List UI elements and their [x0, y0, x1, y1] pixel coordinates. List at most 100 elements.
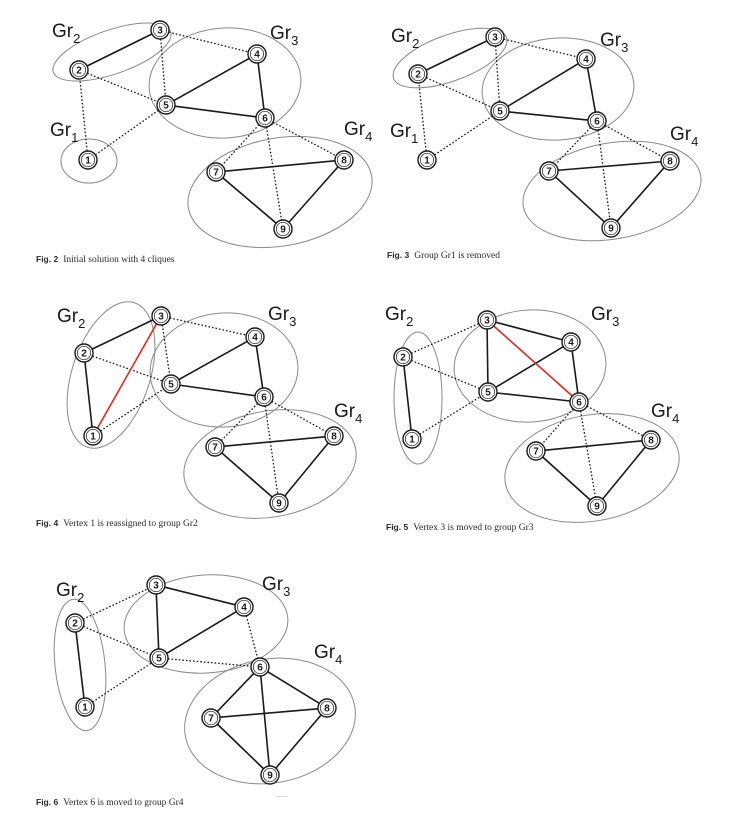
dotted-edge-1-2 [79, 78, 88, 152]
vertex-inner-ring [153, 308, 169, 324]
vertex-label: 1 [409, 434, 415, 445]
vertex-label: 2 [72, 618, 78, 629]
solid-edge-4-6 [257, 62, 265, 110]
solid-edge-4-5 [173, 57, 250, 102]
solid-edge-4-5 [166, 610, 237, 655]
vertex-inner-ring [589, 113, 605, 129]
solid-edge-4-5 [178, 340, 248, 381]
vertex-6: 6 [587, 111, 607, 131]
solid-edge-1-2 [84, 361, 93, 428]
vertex-2: 2 [408, 64, 428, 84]
vertex-inner-ring [247, 329, 263, 345]
vertex-inner-ring [151, 650, 167, 666]
vertex-4: 4 [576, 49, 596, 69]
vertex-label: 8 [324, 703, 330, 714]
vertex-inner-ring [76, 345, 92, 361]
group-label-gr3: Gr3 [600, 30, 628, 55]
solid-edge-4-6 [255, 345, 264, 389]
vertex-label: 1 [424, 155, 430, 166]
vertex-inner-ring [152, 22, 168, 38]
solid-edge-2-3 [86, 33, 153, 67]
group-ellipse-gr2 [52, 22, 172, 82]
vertex-label: 6 [262, 113, 268, 124]
dotted-edge-2-3 [410, 323, 480, 354]
vertex-8: 8 [660, 151, 680, 171]
vertex-inner-ring [662, 153, 678, 169]
vertex-4: 4 [245, 327, 265, 347]
group-ellipse-gr4 [187, 135, 373, 249]
group-label-subscript: 4 [335, 652, 342, 667]
group-label-subscript: 4 [365, 129, 372, 144]
figure-caption-text: Vertex 6 is moved to group Gr4 [63, 798, 184, 808]
group-label-gr4: Gr4 [651, 401, 679, 426]
vertex-3: 3 [485, 27, 505, 47]
figure-caption-label: Fig. 6 [36, 797, 58, 807]
vertex-inner-ring [589, 498, 605, 514]
dotted-edge-2-5 [425, 77, 493, 108]
vertex-inner-ring [271, 495, 287, 511]
vertex-2: 2 [65, 613, 85, 633]
solid-edge-5-6 [174, 105, 257, 118]
group-label-name: Gr [57, 306, 79, 327]
vertex-1: 1 [78, 150, 98, 170]
vertex-label: 5 [497, 106, 503, 117]
dotted-edge-3-4 [168, 31, 249, 53]
vertex-5: 5 [490, 101, 510, 121]
vertex-label: 8 [341, 155, 347, 166]
vertex-inner-ring [419, 152, 435, 168]
figure-caption-text: Vertex 1 is reassigned to group Gr2 [63, 519, 198, 529]
solid-edge-3-4 [164, 586, 236, 606]
dotted-edge-2-5 [92, 355, 163, 382]
group-ellipse-gr2 [53, 598, 107, 732]
vertex-inner-ring [158, 97, 174, 113]
solid-edge-4-5 [507, 62, 579, 108]
solid-edge-7-8 [557, 160, 662, 172]
vertex-5: 5 [161, 374, 181, 394]
group-label-name: Gr [50, 120, 72, 141]
vertex-inner-ring [77, 699, 93, 715]
vertex-5: 5 [478, 382, 498, 402]
group-label-subscript: 2 [77, 590, 84, 605]
group-ellipse-gr2 [393, 331, 443, 465]
group-label-subscript: 2 [78, 316, 85, 331]
vertex-3: 3 [146, 575, 166, 595]
solid-edge-8-9 [602, 446, 646, 500]
vertex-inner-ring [85, 428, 101, 444]
group-label-name: Gr [334, 401, 356, 422]
group-label-gr2: Gr2 [52, 21, 80, 46]
solid-edge-8-9 [288, 166, 339, 223]
group-label-gr4: Gr4 [670, 124, 698, 149]
vertex-inner-ring [326, 428, 342, 444]
vertex-label: 7 [546, 166, 552, 177]
solid-edge-7-8 [219, 707, 319, 719]
dotted-edge-2-3 [82, 588, 149, 620]
vertex-2: 2 [74, 343, 94, 363]
solid-edge-6-9 [260, 675, 270, 767]
solid-edge-4-6 [586, 67, 597, 113]
vertex-label: 9 [280, 224, 286, 235]
group-label-name: Gr [390, 121, 412, 142]
vertex-7: 7 [205, 437, 225, 457]
solid-edge-6-7 [216, 672, 255, 713]
vertex-7: 7 [201, 708, 221, 728]
figure-caption-label: Fig. 3 [387, 250, 409, 260]
vertex-1: 1 [417, 150, 437, 170]
dotted-edge-2-5 [411, 359, 480, 390]
vertex-label: 6 [257, 662, 263, 673]
group-label-gr3: Gr3 [262, 574, 290, 599]
figure-caption-label: Fig. 4 [36, 518, 58, 528]
group-label-name: Gr [270, 23, 292, 44]
dotted-edge-1-5 [419, 396, 481, 435]
vertex-inner-ring [603, 220, 619, 236]
vertex-inner-ring [404, 431, 420, 447]
figure-caption-text: Vertex 3 is moved to group Gr3 [413, 523, 534, 533]
vertex-label: 1 [82, 702, 88, 713]
vertex-5: 5 [156, 95, 176, 115]
vertex-label: 1 [90, 431, 96, 442]
dotted-edge-6-9 [597, 129, 611, 220]
group-label-name: Gr [262, 574, 284, 595]
